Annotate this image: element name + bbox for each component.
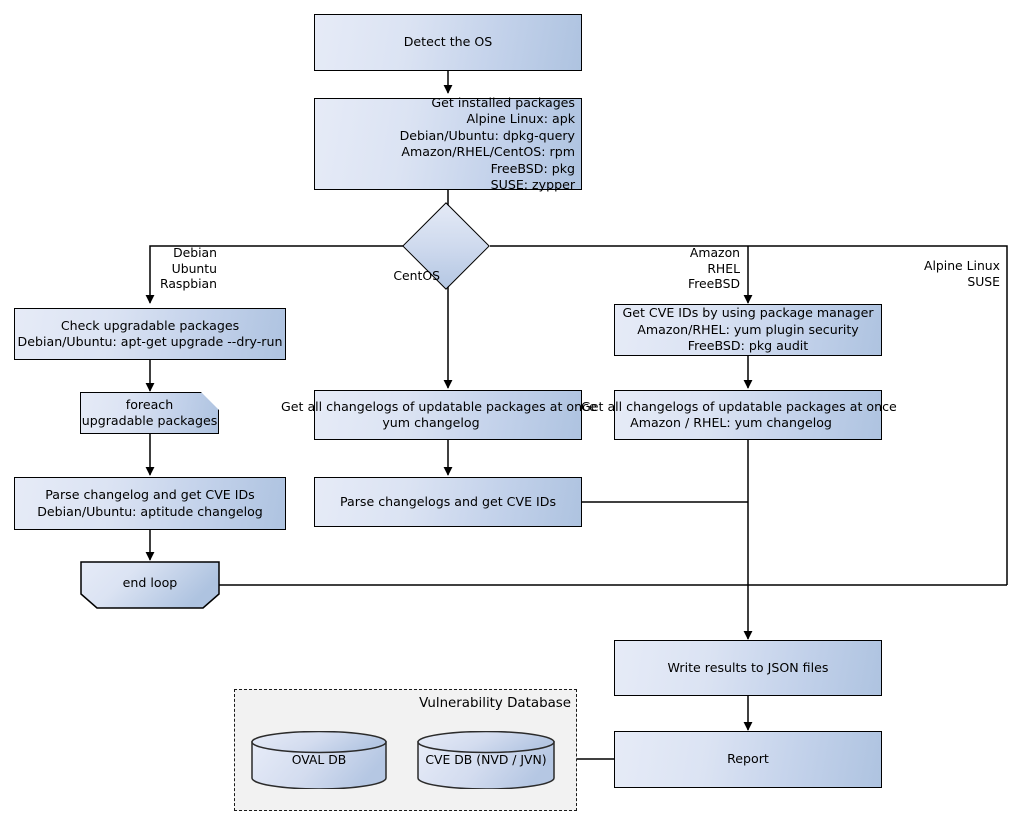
branch-line: FreeBSD: [688, 276, 740, 292]
node-end-loop[interactable]: [80, 561, 220, 609]
branch-line: Amazon: [689, 245, 740, 260]
node-line: FreeBSD: pkg: [490, 160, 575, 176]
node-line: Amazon / RHEL: yum changelog: [630, 415, 832, 430]
node-foreach-loop-start[interactable]: [80, 392, 219, 434]
edge-label-amazon-branch: Amazon RHEL FreeBSD: [620, 245, 740, 292]
node-get-cve-ids-package-manager[interactable]: Get CVE IDs by using package manager Ama…: [614, 304, 882, 356]
node-line: Get CVE IDs by using package manager: [622, 305, 874, 321]
node-line: Amazon/RHEL: yum plugin security: [637, 321, 859, 337]
edge-alpine-branch: [490, 245, 1008, 585]
node-line: Debian/Ubuntu: dpkg-query: [399, 127, 575, 143]
node-line: Parse changelogs and get CVE IDs: [339, 493, 557, 509]
node-label: Detect the OS: [403, 34, 493, 50]
node-line: Amazon/RHEL/CentOS: rpm: [401, 144, 575, 159]
database-cylinder-cve[interactable]: [416, 731, 556, 789]
edge-label-debian-branch: Debian Ubuntu Raspbian: [90, 245, 217, 292]
node-report[interactable]: Report: [614, 731, 882, 788]
edge-label-centos-branch: CentOS: [330, 268, 440, 284]
node-get-changelogs-rhel[interactable]: Get all changelogs of updatable packages…: [581, 390, 897, 440]
node-line: Get all changelogs of updatable packages…: [581, 398, 897, 414]
node-line: FreeBSD: pkg audit: [687, 338, 809, 354]
edge-label-alpine-branch: Alpine Linux SUSE: [870, 258, 1000, 289]
node-line: Get all changelogs of updatable packages…: [281, 398, 597, 414]
node-line: Debian/Ubuntu: aptitude changelog: [37, 503, 263, 519]
node-line: SUSE: zypper: [490, 177, 575, 192]
database-cylinder-oval[interactable]: [250, 731, 388, 789]
node-line: Check upgradable packages: [60, 317, 240, 333]
branch-line: RHEL: [707, 260, 740, 276]
node-write-results-json[interactable]: Write results to JSON files: [614, 640, 882, 696]
vulnerability-database-title: Vulnerability Database: [419, 696, 571, 711]
branch-line: SUSE: [967, 273, 1000, 289]
node-line: Debian/Ubuntu: apt-get upgrade --dry-run: [17, 334, 283, 349]
edge-debian-branch: [145, 245, 403, 304]
branch-line: Ubuntu: [171, 260, 217, 276]
node-line: Report: [727, 751, 769, 767]
node-line: yum changelog: [382, 415, 480, 430]
node-detect-the-os[interactable]: Detect the OS: [314, 14, 582, 71]
node-line: Write results to JSON files: [667, 659, 829, 675]
node-line: Get installed packages: [431, 94, 575, 110]
node-get-changelogs-centos[interactable]: Get all changelogs of updatable packages…: [281, 390, 597, 440]
node-check-upgradable-packages[interactable]: Check upgradable packages Debian/Ubuntu:…: [14, 308, 286, 360]
branch-line: CentOS: [393, 268, 440, 283]
node-line: Alpine Linux: apk: [466, 111, 575, 126]
node-parse-changelogs-centos[interactable]: Parse changelogs and get CVE IDs: [314, 477, 582, 527]
node-line: Parse changelog and get CVE IDs: [45, 487, 255, 502]
branch-line: Raspbian: [159, 276, 217, 292]
branch-line: Alpine Linux: [923, 258, 1000, 273]
node-parse-changelog-debian[interactable]: Parse changelog and get CVE IDs Debian/U…: [14, 477, 286, 530]
node-get-installed-packages[interactable]: Get installed packages Alpine Linux: apk…: [314, 94, 582, 192]
branch-line: Debian: [173, 245, 217, 260]
